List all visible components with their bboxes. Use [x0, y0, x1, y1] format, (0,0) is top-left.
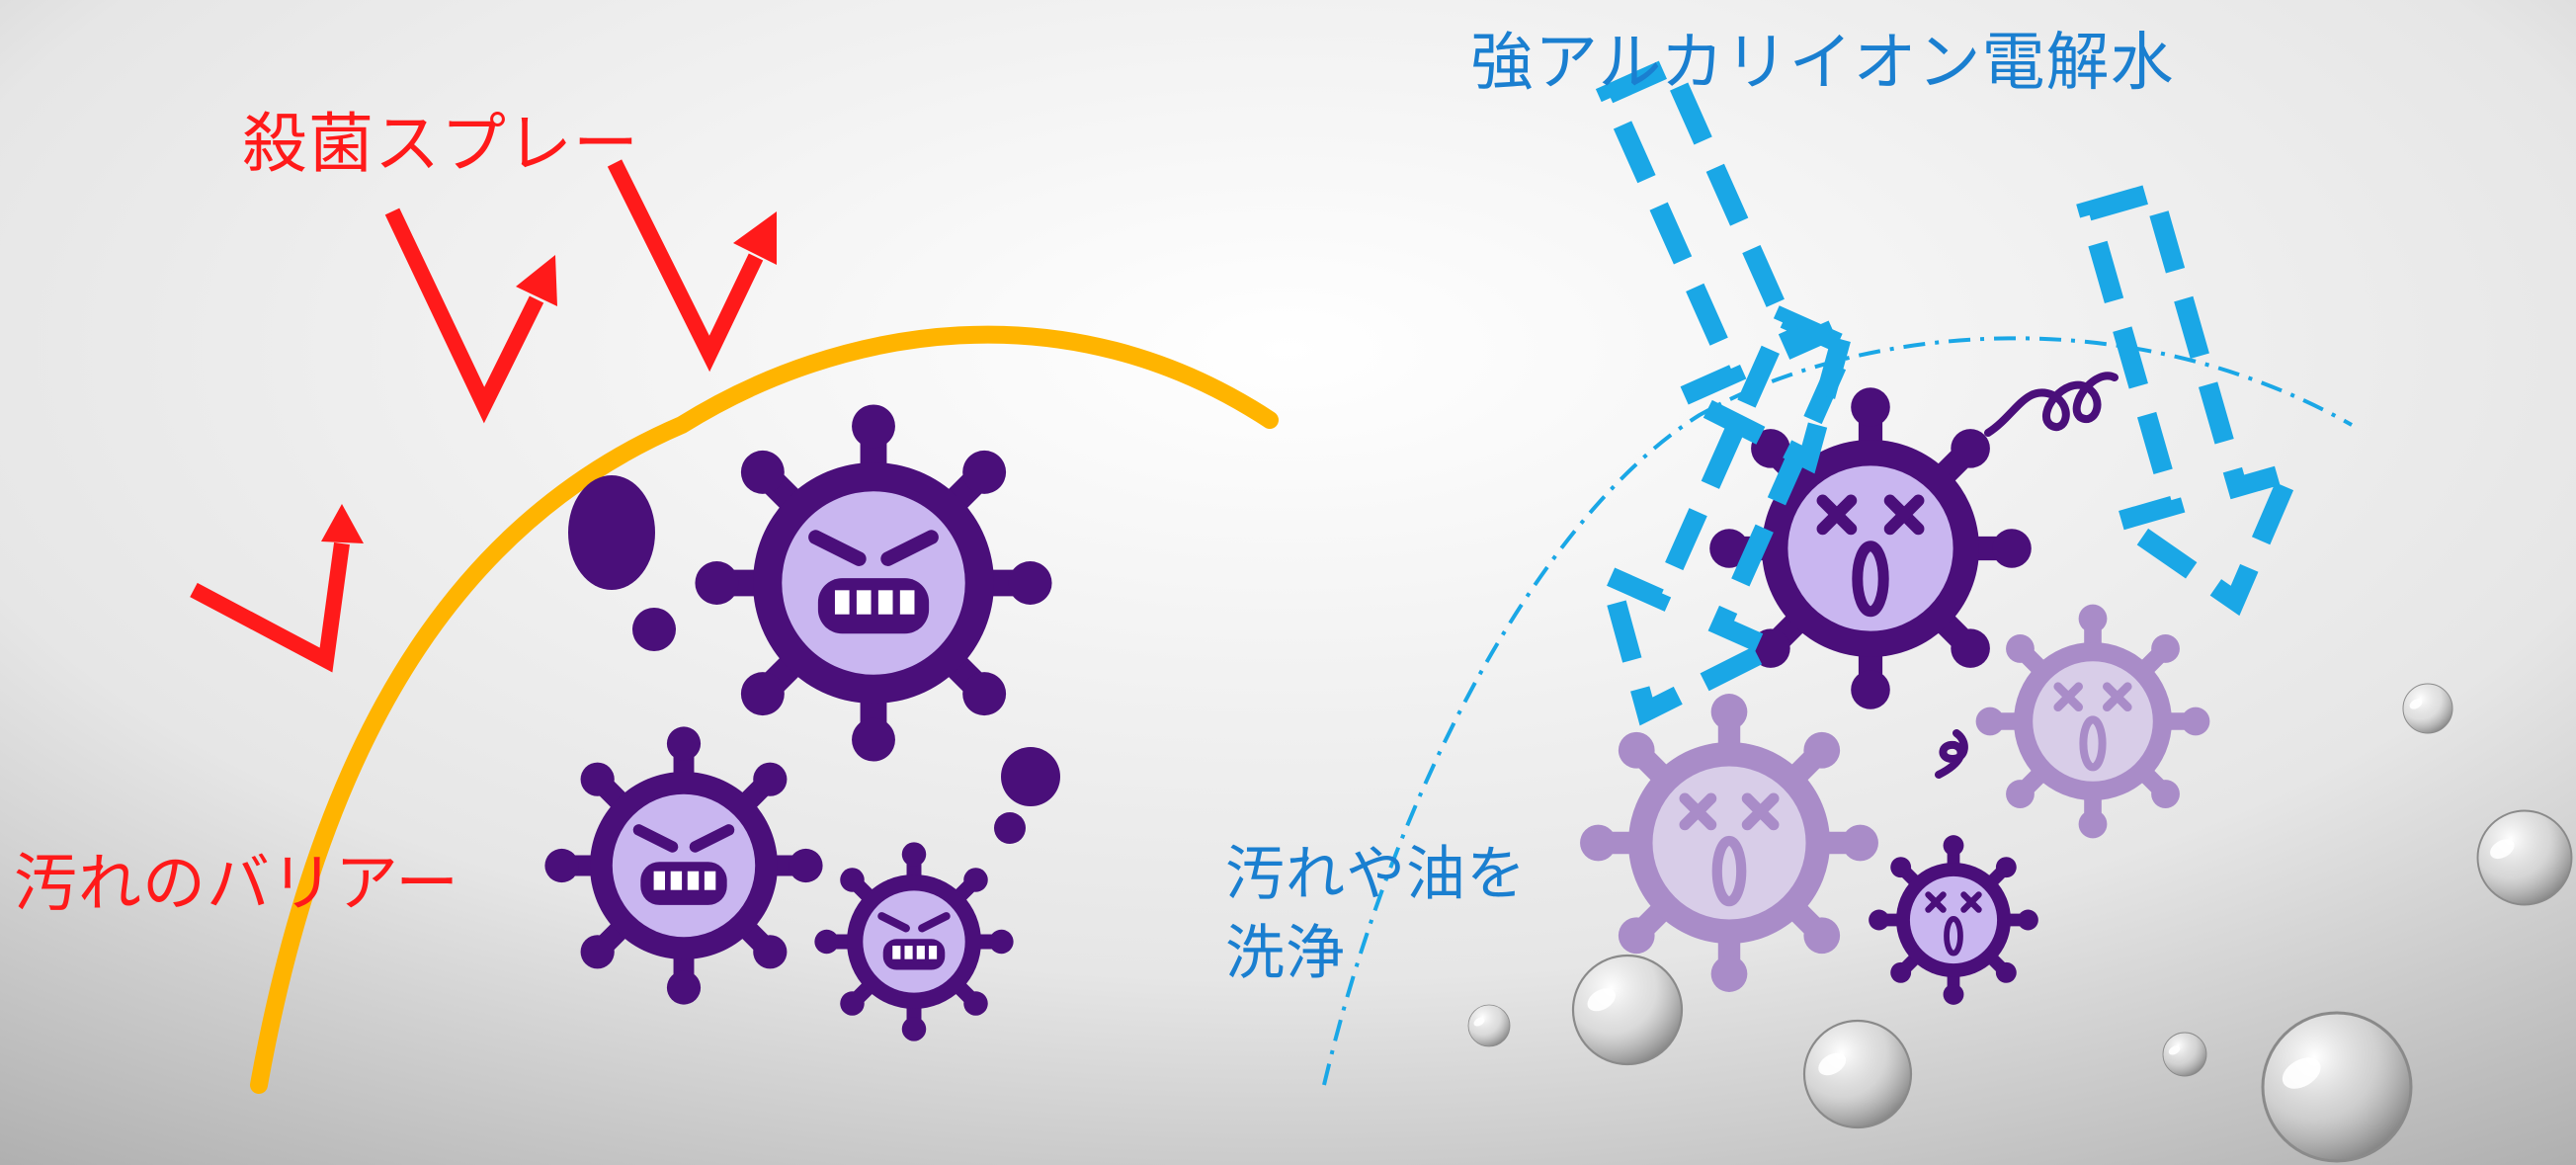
water-droplet-icon: [2162, 1032, 2207, 1077]
dirt-barrier-curve: [250, 325, 1279, 1094]
angry-virus-icon: [695, 404, 1051, 761]
dead-virus-icon: [1580, 694, 1878, 992]
dizzy-swirl-icon: [1935, 372, 2119, 779]
dead-virus-icon: [1869, 835, 2038, 1005]
right-panel: [1322, 44, 2573, 1163]
angry-virus-icon: [814, 842, 1013, 1040]
deflect-arrow-icon: [190, 504, 364, 673]
deflect-arrow-icon: [384, 208, 557, 424]
angry-virus-icon: [544, 726, 822, 1004]
electrolyzed-water-label: 強アルカリイオン電解水: [1470, 27, 2175, 100]
water-droplet-icon: [1571, 954, 1684, 1066]
water-droplet-icon: [1467, 1004, 1511, 1047]
water-droplet-icon: [1802, 1019, 1913, 1129]
cleaning-label-line-2: 洗浄: [1225, 919, 1346, 988]
spray-label: 殺菌スプレー: [242, 106, 639, 182]
dead-virus-icon: [1976, 605, 2210, 839]
cleaning-label: 汚れや油を 洗浄: [1225, 835, 1527, 993]
spray-deflect-arrows: [190, 159, 777, 673]
left-panel: [190, 159, 1279, 1094]
water-droplet-icon: [2476, 809, 2573, 906]
deflect-arrow-icon: [607, 159, 777, 373]
water-droplet-icon: [2261, 1011, 2413, 1163]
water-droplet-icon: [2402, 683, 2453, 734]
barrier-label: 汚れのバリアー: [14, 848, 460, 921]
cleaning-label-line-1: 汚れや油を: [1225, 840, 1527, 909]
thought-dots: [568, 475, 1060, 844]
